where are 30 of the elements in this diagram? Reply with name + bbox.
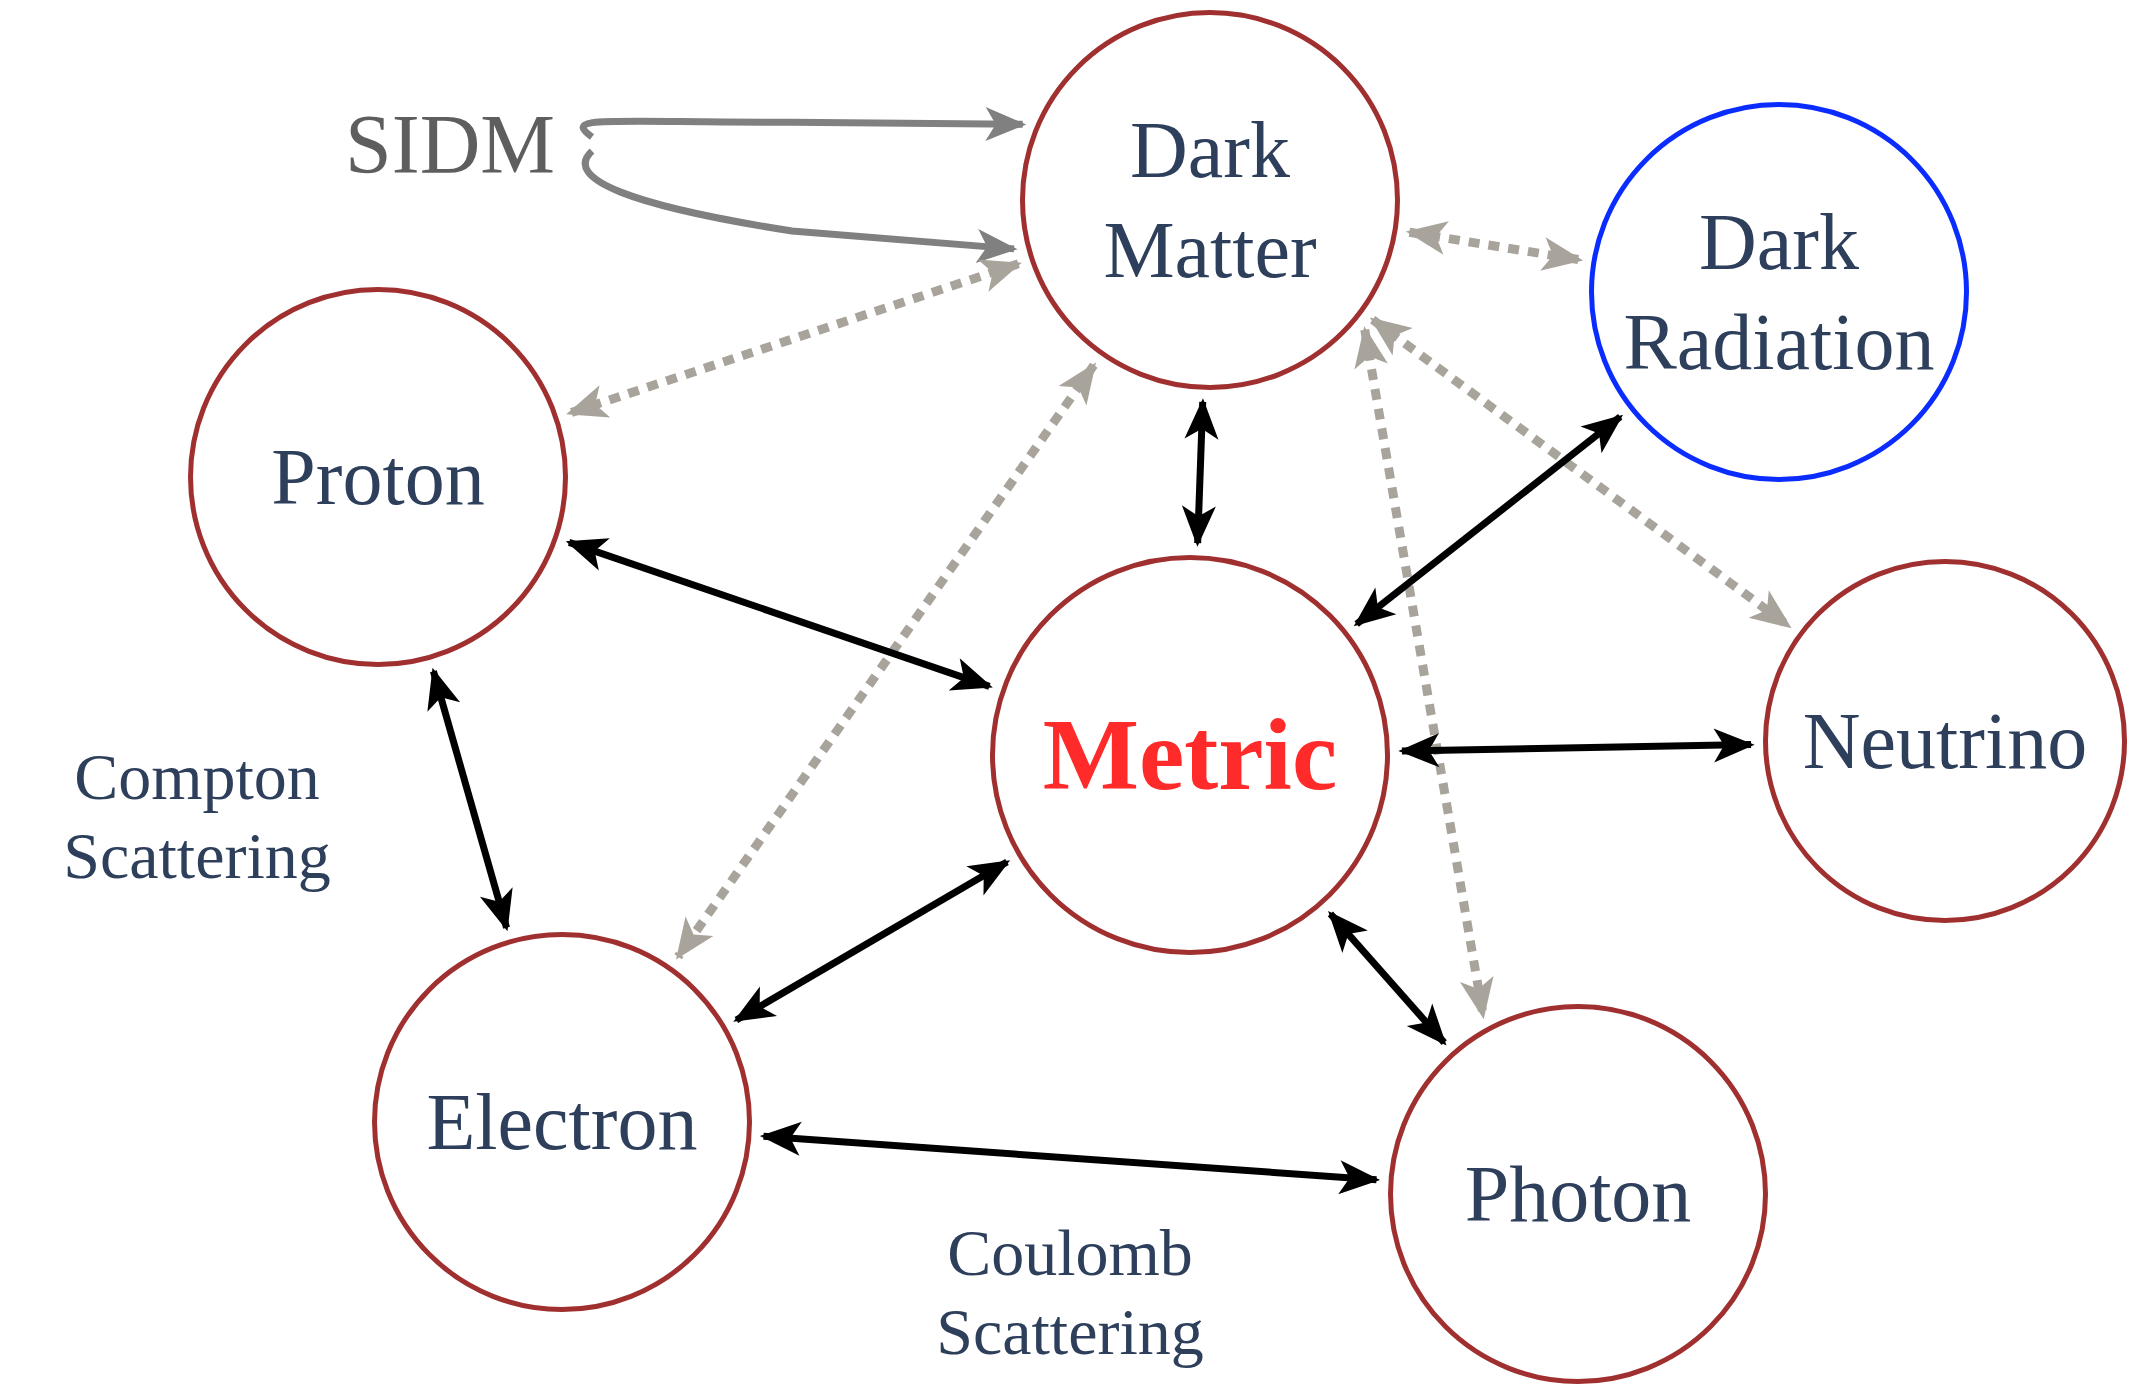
arrow: [582, 148, 1018, 263]
node-label: SIDM: [344, 103, 555, 187]
particle-circle: [1763, 559, 2127, 923]
particle-circle: [188, 287, 568, 667]
arrow: [427, 667, 513, 932]
node-label: Electron: [425, 1077, 699, 1168]
node-label: Neutrino: [1801, 696, 2089, 787]
arrow: [733, 858, 1011, 1024]
particle-circle: [372, 932, 752, 1312]
arrow: [1327, 911, 1447, 1046]
arrow: [1181, 398, 1219, 547]
particle-circle: [1589, 102, 1969, 482]
arrow: [1398, 728, 1755, 768]
arrow: [580, 107, 1027, 142]
particle-circle: [1388, 1004, 1768, 1384]
arrow: [1369, 316, 1792, 630]
node-label: Proton: [270, 432, 486, 523]
arrow: [759, 1121, 1381, 1195]
arrow: [1353, 414, 1624, 627]
arrow: [565, 538, 993, 691]
arrow: [1354, 326, 1494, 1020]
node-label: Metric: [1041, 697, 1339, 814]
node-label: Photon: [1463, 1149, 1693, 1240]
arrow: [1405, 221, 1584, 271]
particle-circle: [990, 555, 1390, 955]
arrow: [674, 362, 1098, 960]
node-label: Dark Radiation: [1622, 197, 1936, 388]
particle-circle: [1020, 10, 1400, 390]
node-label: Dark Matter: [1102, 105, 1318, 296]
arrow: [566, 259, 1022, 418]
